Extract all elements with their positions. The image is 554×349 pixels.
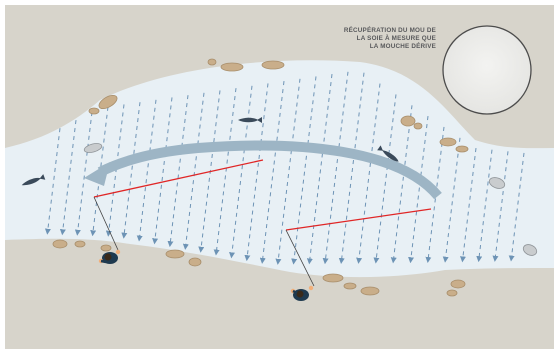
rock-icon [207, 58, 217, 66]
drift-sweep-arrow-icon [84, 140, 442, 200]
rock-icon [450, 279, 466, 289]
fish-icon [238, 117, 262, 123]
rock-icon [261, 60, 285, 70]
inset-caption: RÉCUPÉRATION DU MOU DE LA SOIE À MESURE … [300, 27, 436, 51]
current-arrow-icon [167, 95, 189, 248]
current-arrow-icon [275, 78, 301, 265]
grey-stones [83, 143, 538, 256]
river-water [5, 60, 554, 278]
rock-icon [522, 244, 538, 256]
caption-line-1: RÉCUPÉRATION DU MOU DE [343, 27, 436, 34]
fly-line-downstream [285, 208, 432, 231]
current-arrow-icon [198, 90, 221, 253]
rock-icon [322, 273, 344, 283]
angler-icon [290, 285, 314, 301]
caption-line-3: LA MOUCHE DÉRIVE [369, 43, 436, 50]
fly-lines [93, 159, 432, 287]
rock-icon [88, 107, 100, 115]
current-arrow-icon [59, 120, 77, 236]
current-arrow-icon [121, 102, 141, 239]
leader-line [285, 229, 315, 287]
current-arrow-icon [373, 94, 397, 264]
current-arrow-icon [182, 92, 205, 250]
current-arrow-icon [476, 149, 493, 263]
rock-icon [488, 177, 506, 189]
caption-line-2: LA SOIE À MESURE QUE [356, 35, 436, 42]
rock-icon [343, 282, 357, 290]
inset-line-retrieve-illustration [442, 25, 532, 115]
current-arrow-icon [44, 128, 61, 235]
rock-icon [446, 289, 458, 297]
rock-icon [100, 244, 112, 252]
current-arrow-icon [508, 152, 525, 262]
current-arrows [44, 71, 525, 265]
rocks [52, 58, 469, 297]
current-arrow-icon [259, 81, 285, 264]
fish-icon [21, 174, 46, 186]
current-arrow-icon [90, 106, 109, 237]
rock-icon [83, 143, 103, 153]
leader-line [93, 196, 119, 251]
rock-icon [98, 94, 118, 110]
rock-icon [52, 239, 68, 249]
rock-icon [188, 257, 202, 267]
rock-icon [413, 122, 423, 130]
current-arrow-icon [460, 148, 477, 263]
current-arrow-icon [213, 88, 237, 256]
current-arrow-icon [408, 116, 429, 264]
rock-icon [74, 240, 86, 248]
current-arrow-icon [152, 97, 173, 245]
rock-icon [455, 145, 469, 153]
rock-icon [220, 62, 244, 72]
rock-icon [360, 286, 380, 296]
current-arrow-icon [492, 151, 509, 262]
current-arrow-icon [291, 76, 317, 265]
rock-icon [439, 137, 457, 147]
fish-icon [377, 145, 399, 162]
angler-icon [98, 249, 121, 264]
current-arrow-icon [244, 83, 269, 262]
rock-icon [165, 249, 185, 259]
current-arrow-icon [390, 105, 413, 264]
current-arrow-icon [356, 83, 381, 264]
rock-icon [400, 115, 416, 127]
fly-line-upstream [93, 159, 264, 198]
